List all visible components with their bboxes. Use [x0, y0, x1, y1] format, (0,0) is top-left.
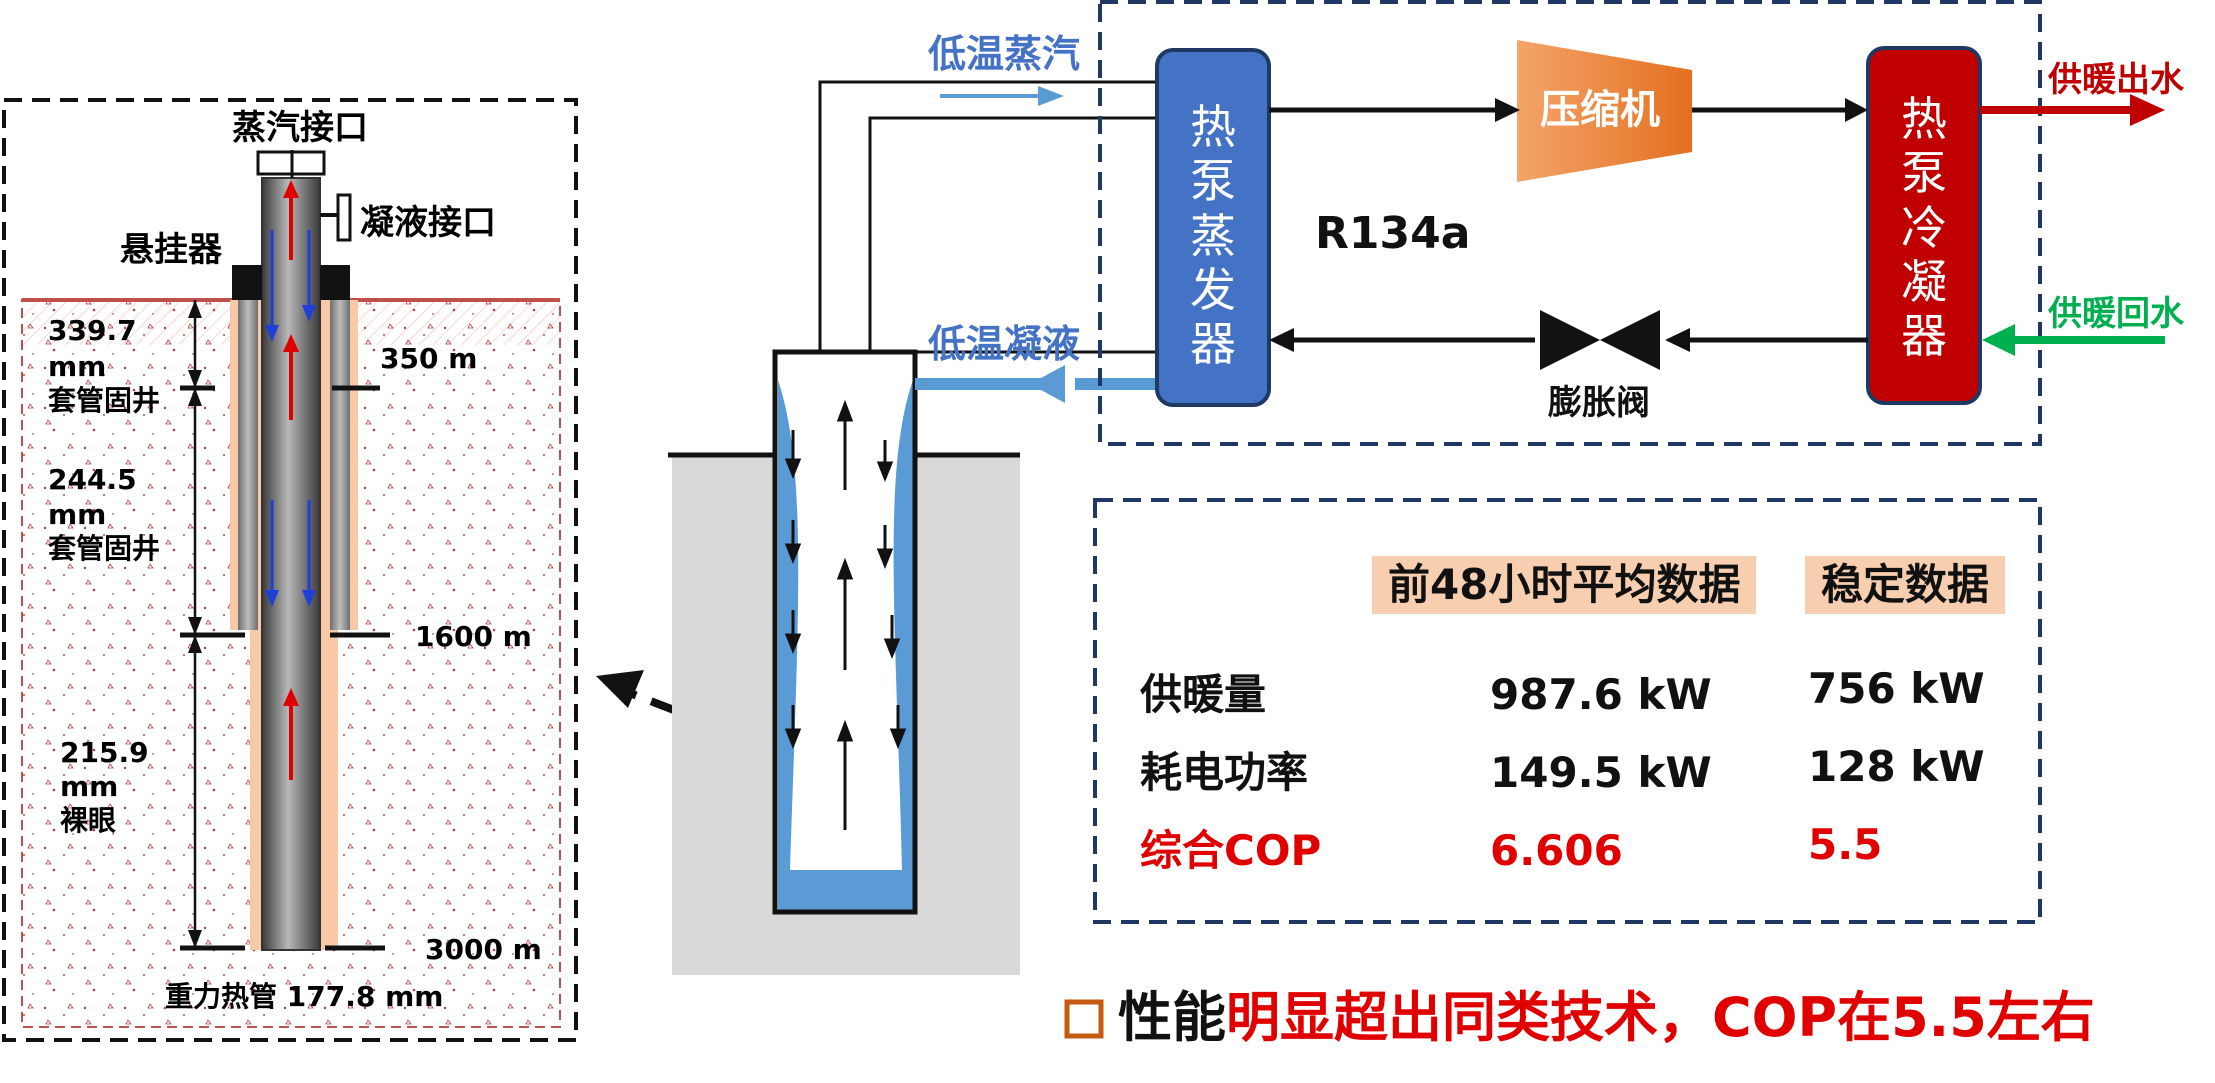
- condensate-port: [336, 193, 352, 242]
- heat-pump-panel: [1098, 0, 2165, 446]
- openhole-unit: mm: [60, 770, 119, 803]
- conclusion-line: 性能明显超出同类技术，COP在5.5左右: [1118, 988, 2095, 1047]
- vapor-up-arrows: [283, 180, 299, 780]
- header-stable: 稳定数据: [1805, 556, 2006, 615]
- conclusion-bullet: [1064, 999, 1104, 1039]
- row-power-label: 耗电功率: [1140, 748, 1309, 797]
- supply-return-label: 供暖回水: [2048, 294, 2184, 334]
- well-detail-panel: [2, 98, 578, 1042]
- row-power-stable: 128 kW: [1808, 742, 1985, 791]
- openhole-size: 215.9: [60, 736, 149, 769]
- hanger-left: [232, 265, 262, 300]
- refrigerant-label: R134a: [1315, 208, 1471, 259]
- row-heating-stable: 756 kW: [1808, 664, 1985, 713]
- hanger-label: 悬挂器: [120, 230, 222, 270]
- header-avg48: 前48小时平均数据: [1372, 556, 1757, 615]
- row-heating-avg: 987.6 kW: [1490, 670, 1712, 719]
- well-schematic: [668, 80, 1160, 975]
- openhole-desc: 裸眼: [60, 804, 117, 837]
- casing1-desc: 套管固井: [48, 384, 161, 417]
- depth-350: 350 m: [380, 342, 478, 375]
- casing2-desc: 套管固井: [48, 532, 161, 565]
- casing1-unit: mm: [48, 350, 107, 383]
- low-temp-steam-label: 低温蒸汽: [928, 32, 1081, 76]
- supply-out-label: 供暖出水: [2048, 60, 2184, 100]
- row-power-avg: 149.5 kW: [1490, 748, 1712, 797]
- casing-339-left: [238, 300, 258, 630]
- compressor-shape: [1517, 40, 1692, 182]
- depth-3000: 3000 m: [425, 933, 542, 966]
- casing-339-right: [330, 300, 350, 630]
- expansion-valve-label: 膨胀阀: [1548, 383, 1650, 423]
- casing1-size: 339.7: [48, 314, 137, 347]
- expansion-valve-shape: [1540, 310, 1660, 370]
- row-cop-label: 综合COP: [1140, 826, 1322, 875]
- heat-pipe-label: 重力热管 177.8 mm: [165, 980, 444, 1013]
- conclusion-highlight: 明显超出同类技术，COP在5.5左右: [1226, 986, 2095, 1049]
- compressor-label: 压缩机: [1540, 87, 1660, 133]
- row-cop-stable: 5.5: [1808, 820, 1883, 869]
- evaporator-label: 热 泵 蒸 发 器: [1190, 100, 1236, 372]
- condenser-box: [1866, 46, 1982, 405]
- casing2-size: 244.5: [48, 463, 137, 496]
- depth-1600: 1600 m: [415, 620, 532, 653]
- performance-panel: [1093, 498, 2042, 924]
- condensate-down-arrows: [265, 230, 316, 607]
- condenser-label: 热 泵 冷 凝 器: [1901, 92, 1947, 364]
- evaporator-box: [1155, 48, 1271, 407]
- casing2-unit: mm: [48, 498, 107, 531]
- conclusion-prefix: 性能: [1118, 986, 1226, 1049]
- low-temp-condensate-label: 低温凝液: [928, 322, 1081, 366]
- steam-port-label: 蒸汽接口: [232, 108, 368, 148]
- row-heating-label: 供暖量: [1140, 670, 1267, 719]
- row-cop-avg: 6.606: [1490, 826, 1623, 875]
- condensate-port-label: 凝液接口: [360, 203, 496, 243]
- hanger-right: [320, 265, 350, 300]
